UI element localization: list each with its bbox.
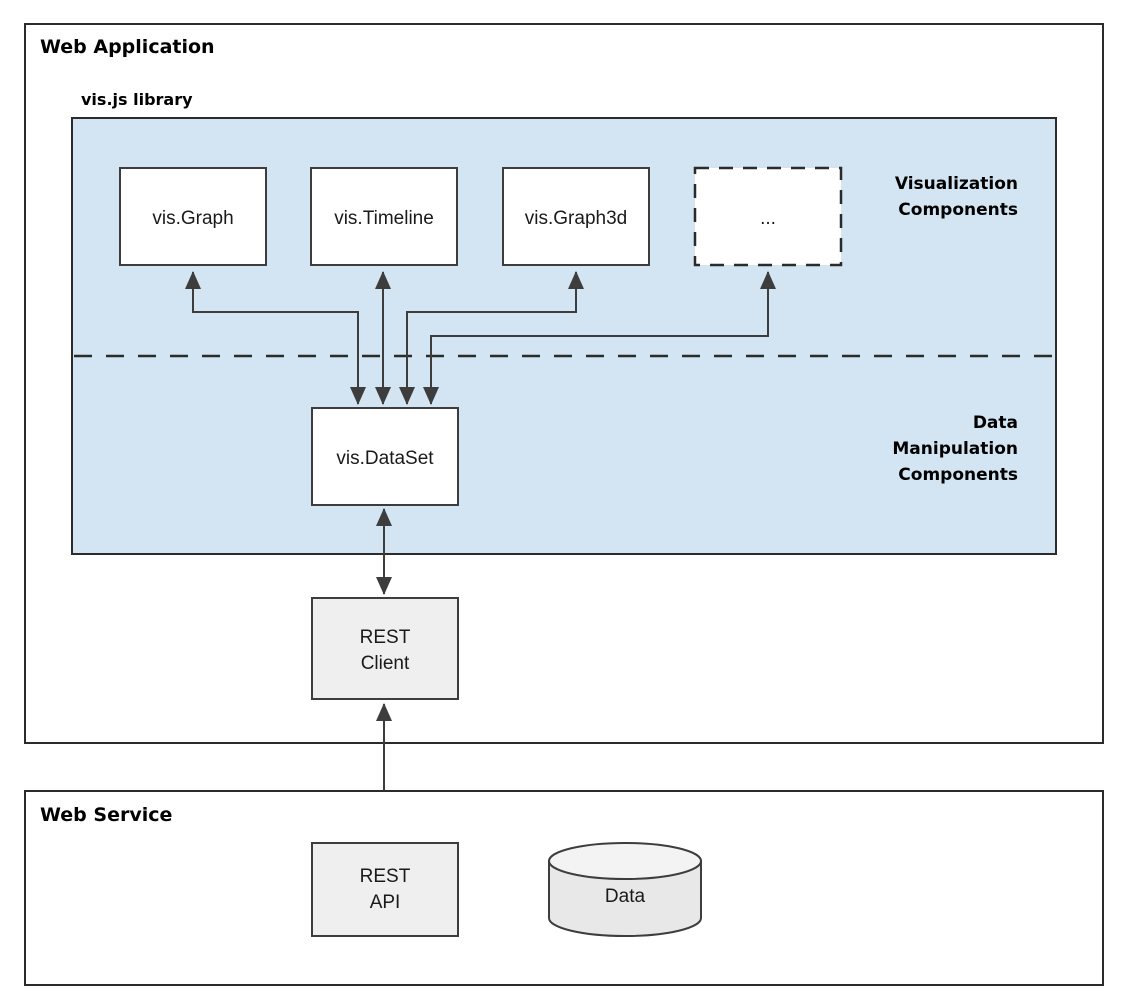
- vis-timeline-label: vis.Timeline: [334, 208, 434, 229]
- node-vis-graph3d[interactable]: vis.Graph3d: [502, 167, 650, 266]
- data-manipulation-label-line3: Components: [898, 465, 1018, 485]
- node-data-store[interactable]: Data: [548, 842, 702, 937]
- connector-vis-graph-dataset: [185, 271, 366, 405]
- node-more-components[interactable]: ...: [693, 166, 843, 267]
- vis-graph3d-label: vis.Graph3d: [525, 208, 627, 229]
- rest-client-label-line1: REST: [360, 627, 411, 648]
- node-vis-graph[interactable]: vis.Graph: [119, 167, 267, 266]
- rest-client-label-line2: Client: [361, 653, 410, 674]
- visjs-library-title: vis.js library: [81, 90, 193, 109]
- data-store-label: Data: [605, 886, 646, 907]
- vis-timeline-box[interactable]: [310, 167, 458, 266]
- data-cylinder-body[interactable]: [548, 860, 702, 937]
- more-components-box[interactable]: [693, 166, 843, 267]
- rest-api-label-line1: REST: [360, 866, 411, 887]
- web-service-title: Web Service: [40, 804, 172, 826]
- node-vis-dataset[interactable]: vis.DataSet: [311, 407, 459, 506]
- data-cylinder-top: [548, 842, 702, 880]
- rest-api-box[interactable]: [311, 842, 459, 937]
- connector-more-dataset: [423, 271, 776, 405]
- web-application-title: Web Application: [40, 36, 215, 58]
- visualization-components-label-line2: Components: [898, 200, 1018, 220]
- visualization-components-label-line1: Visualization: [895, 174, 1018, 194]
- vis-dataset-box[interactable]: [311, 407, 459, 506]
- vis-graph-box[interactable]: [119, 167, 267, 266]
- vis-graph-label: vis.Graph: [152, 208, 233, 229]
- node-vis-timeline[interactable]: vis.Timeline: [310, 167, 458, 266]
- more-components-label: ...: [760, 208, 776, 229]
- node-rest-api[interactable]: REST API: [311, 842, 459, 937]
- vis-graph3d-box[interactable]: [502, 167, 650, 266]
- node-rest-client[interactable]: REST Client: [311, 597, 459, 700]
- data-manipulation-label-line1: Data: [973, 413, 1018, 433]
- rest-api-label-line2: API: [370, 892, 401, 913]
- data-manipulation-label-line2: Manipulation: [892, 439, 1018, 459]
- vis-dataset-label: vis.DataSet: [336, 448, 434, 469]
- rest-client-box[interactable]: [311, 597, 459, 700]
